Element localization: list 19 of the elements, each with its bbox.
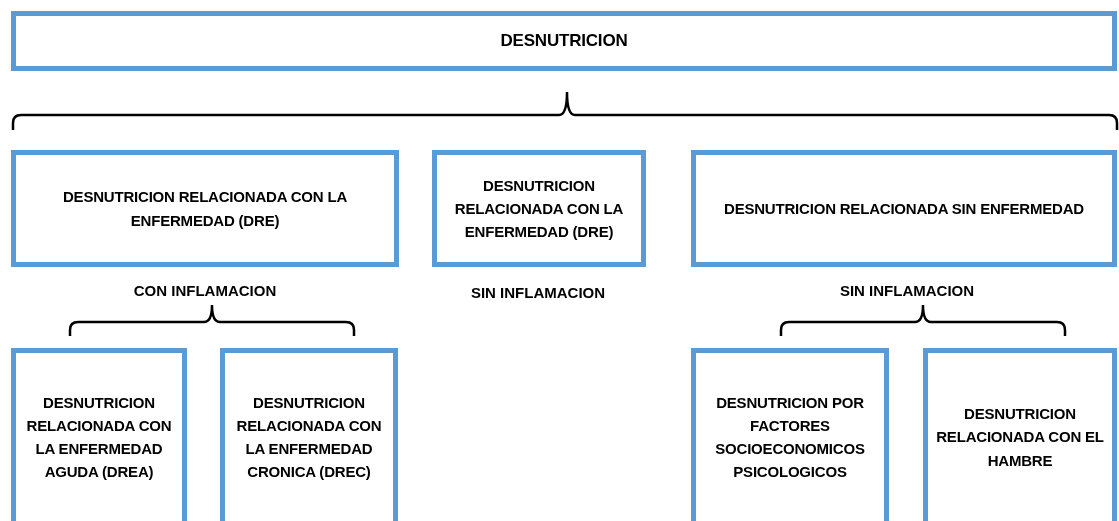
text-box: [220, 348, 398, 521]
box-label: DESNUTRICION: [500, 29, 628, 52]
text-box: [923, 348, 1117, 521]
box-label: DESNUTRICION RELACIONADA CON LA ENFERMEDAD (DRE): [61, 187, 349, 231]
text-box: [691, 150, 1117, 267]
category-label: SIN INFLAMACION: [839, 282, 975, 299]
category-label: CON INFLAMACION: [133, 282, 277, 299]
box-label: DESNUTRICION RELACIONADA SIN ENFERMEDAD: [724, 198, 1084, 219]
category-label: SIN INFLAMACION: [470, 284, 606, 301]
box-label: DESNUTRICION RELACIONADA CON LA ENFERMEDAD CRONICA (DREC): [235, 392, 383, 483]
box-label: DESNUTRICION RELACIONADA CON LA ENFERMEDAD AGUDA (DREA): [25, 392, 173, 483]
text-box: [11, 150, 399, 267]
text-box: [432, 150, 646, 267]
text-box: [11, 348, 187, 521]
text-box: [11, 11, 1117, 71]
box-label: DESNUTRICION RELACIONADA CON LA ENFERMEDAD (DRE): [453, 175, 625, 243]
text-box: [691, 348, 889, 521]
box-label: DESNUTRICION RELACIONADA CON EL HAMBRE: [935, 404, 1105, 471]
box-label: DESNUTRICION POR FACTORES SOCIOECONOMICOS PSICOLOGICOS: [714, 392, 866, 483]
